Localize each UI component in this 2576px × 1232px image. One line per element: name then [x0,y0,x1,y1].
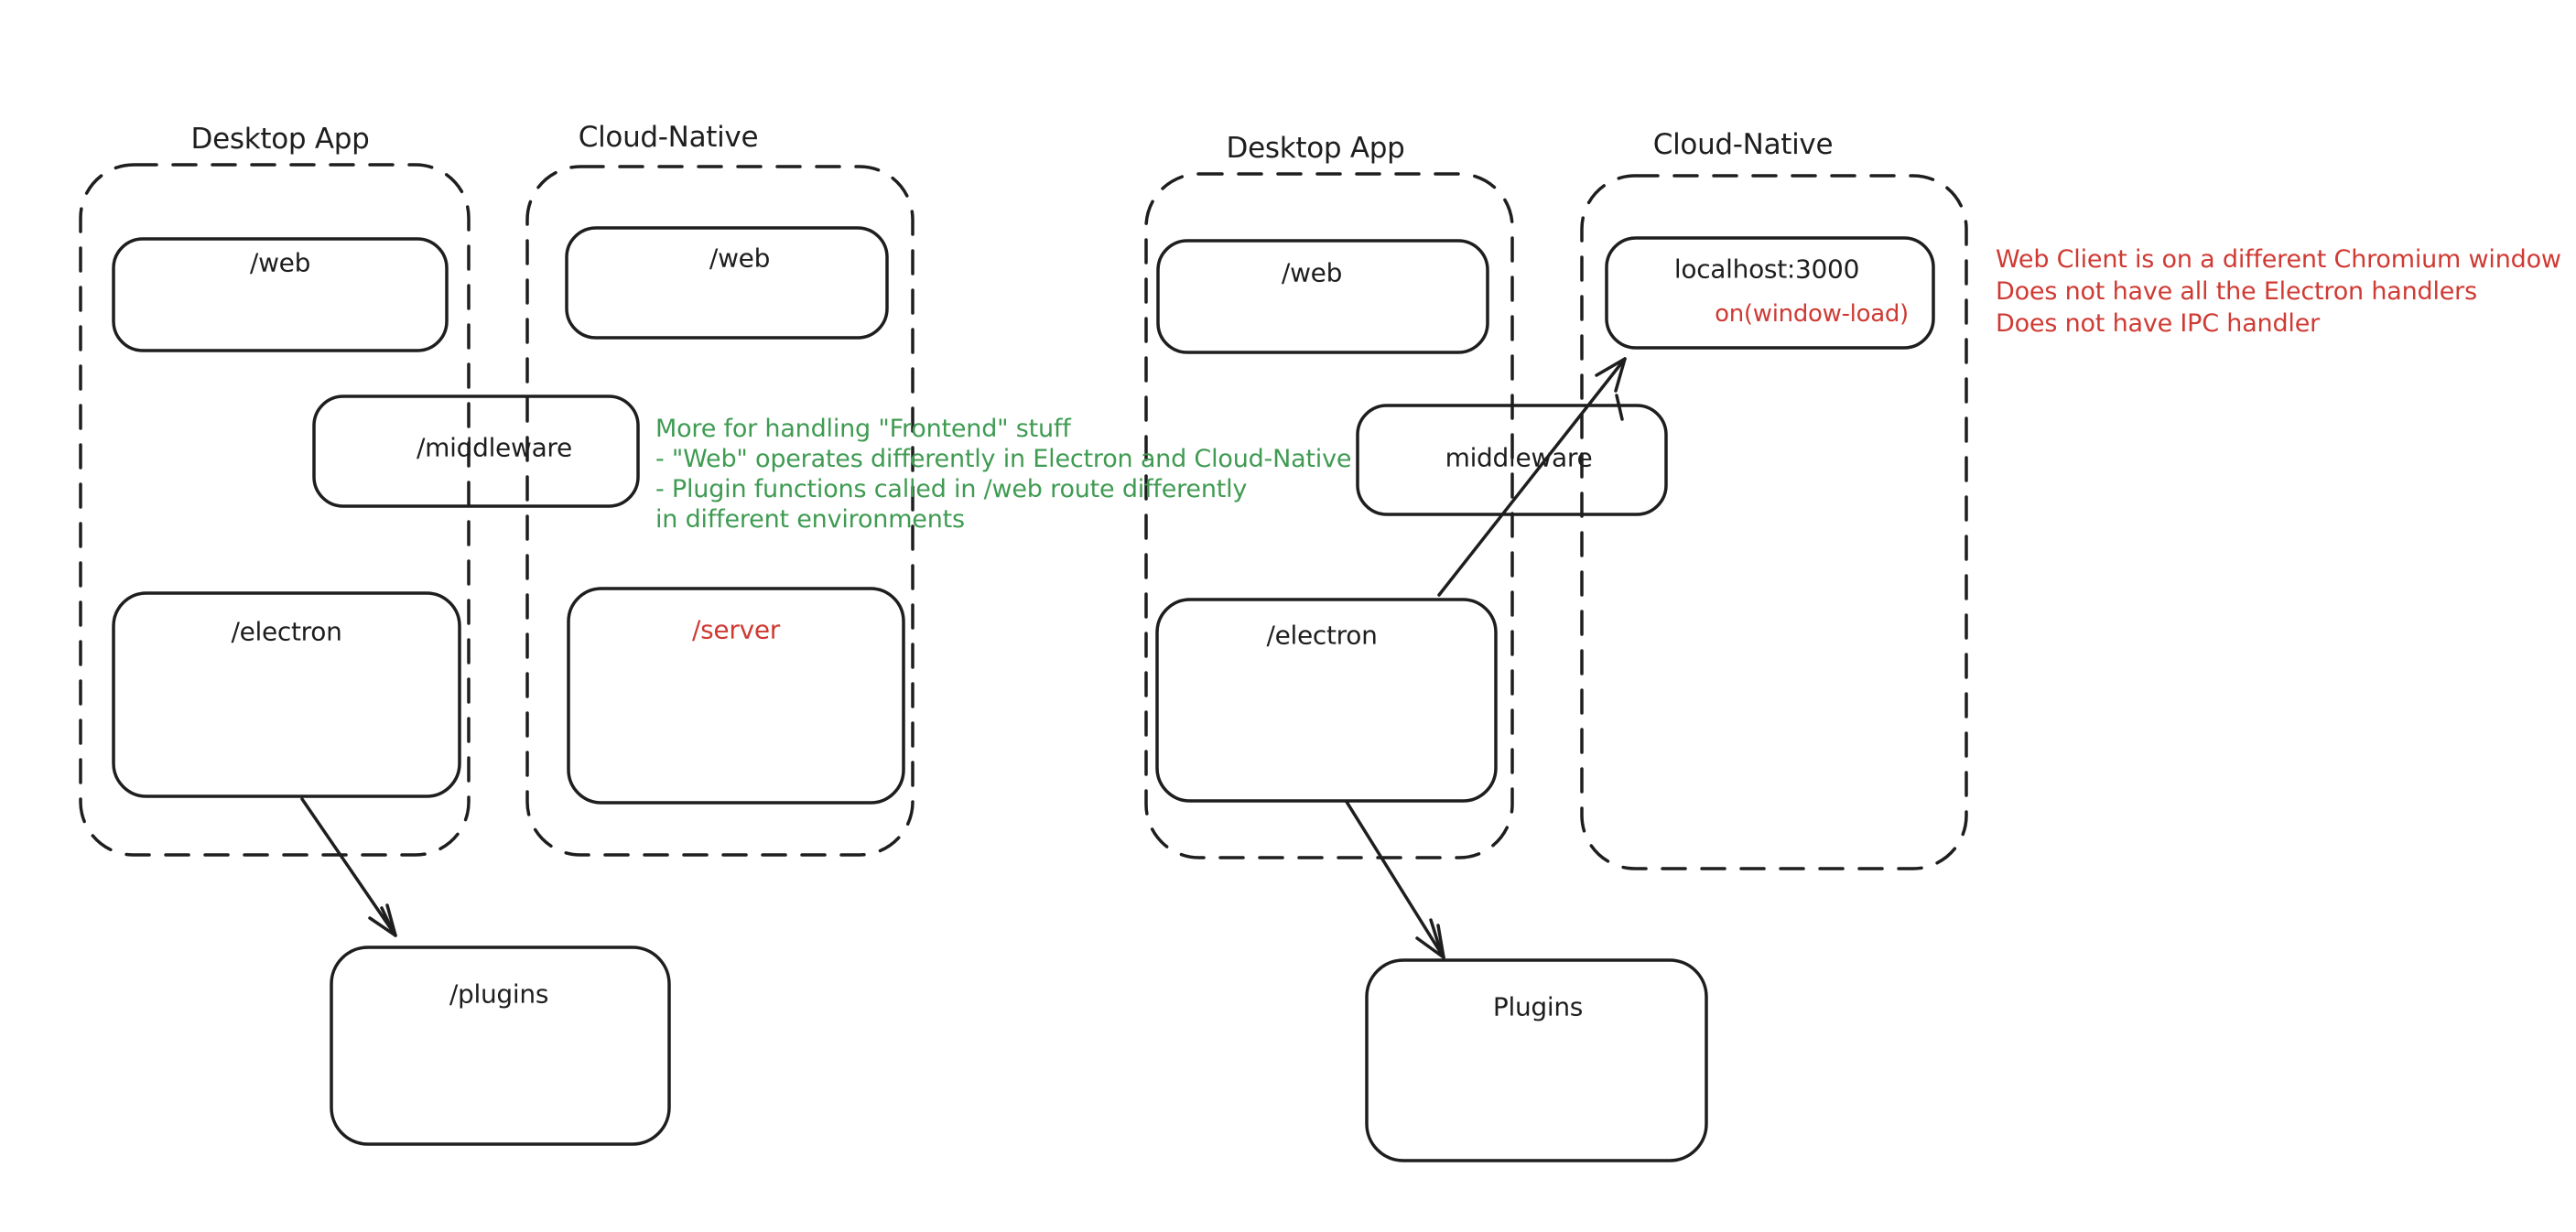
container-cloud-native-right [1580,174,1968,870]
group-label-desktop-app-left: Desktop App [190,123,370,156]
box-label-middleware-left: /middleware [417,432,572,463]
arrow-electron-to-plugins-right [1345,800,1445,959]
box-localhost-right [1605,236,1935,350]
box-web-desktop-right [1156,239,1489,354]
annotation-web-client-note: Web Client is on a different Chromium wi… [1996,245,2561,338]
annotation-frontend-note: More for handling "Frontend" stuff - "We… [655,415,1352,534]
box-middleware-left [312,394,640,508]
group-label-desktop-app-right: Desktop App [1226,132,1405,165]
box-label-server-left: /server [692,614,780,645]
arrow-electron-to-localhost-right [1437,357,1627,597]
box-web-cloud-left [565,226,889,340]
box-server-left [567,587,905,805]
box-label-middleware-right: middleware [1445,442,1593,473]
box-middleware-right [1356,404,1668,516]
box-plugins-left [330,946,671,1146]
box-label-web-desktop-left: /web [249,247,311,278]
group-label-cloud-native-left: Cloud-Native [578,121,759,154]
box-web-desktop-left [112,237,449,352]
box-electron-right [1155,598,1498,803]
container-desktop-app-left [79,163,471,857]
box-label-plugins-left: /plugins [449,978,549,1010]
box-label-electron-right: /electron [1266,620,1378,651]
group-label-cloud-native-right: Cloud-Native [1652,128,1834,161]
container-cloud-native-left [525,165,915,857]
box-plugins-right [1365,958,1708,1162]
box-label-plugins-right: Plugins [1492,991,1584,1022]
box-label-web-cloud-left: /web [709,243,771,274]
box-electron-left [112,591,461,798]
arrow-electron-to-plugins-left [300,797,397,937]
box-label-localhost-right: localhost:3000 [1673,254,1860,285]
box-label-web-desktop-right: /web [1281,257,1343,288]
box-label-window-load-right: on(window-load) [1715,300,1909,328]
box-label-electron-left: /electron [231,616,342,647]
